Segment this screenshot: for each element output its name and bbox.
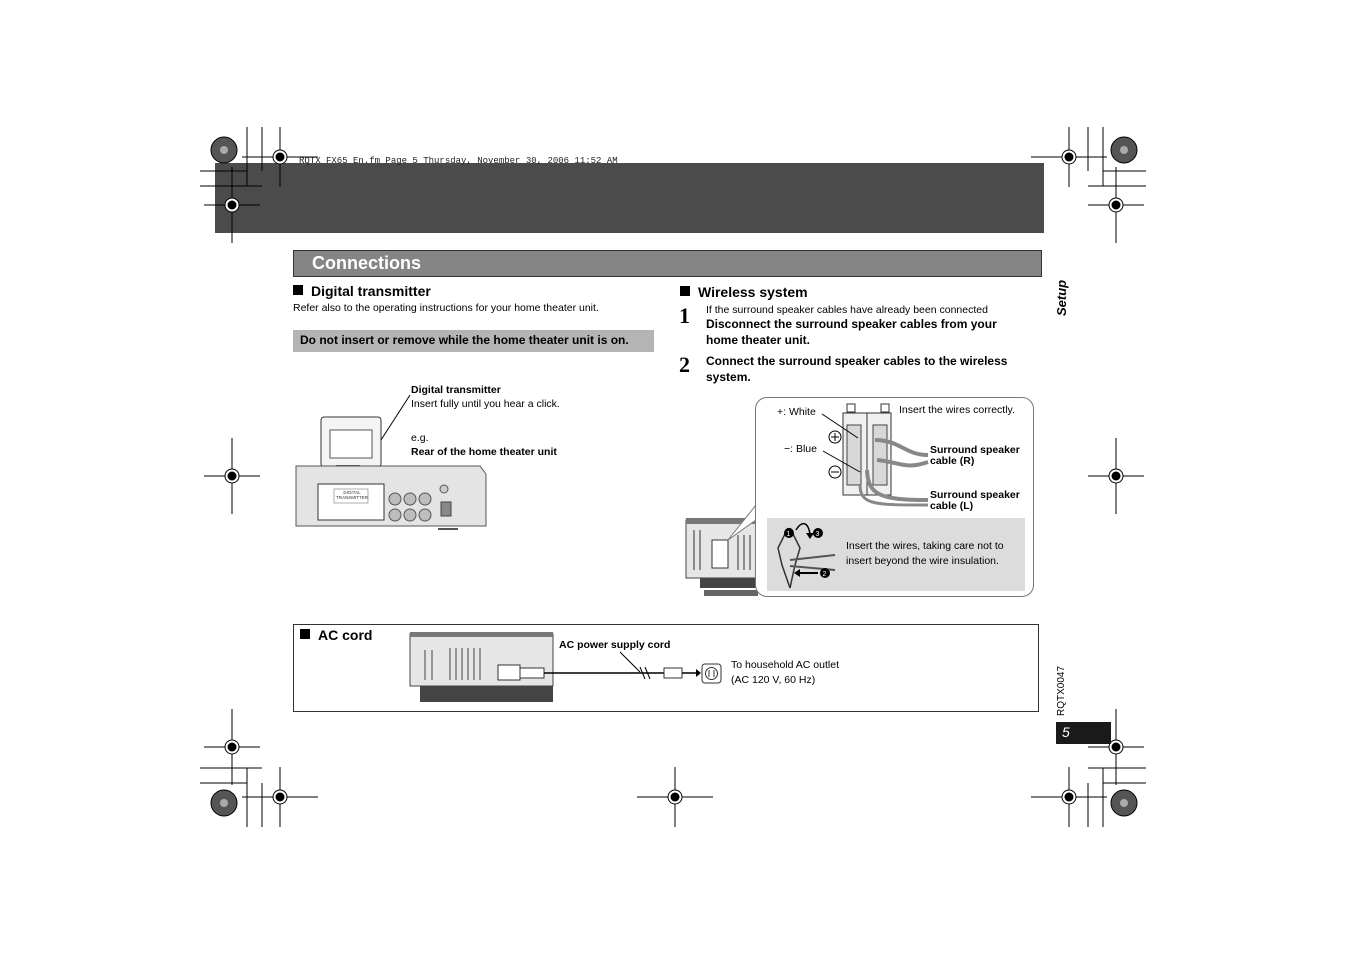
section-title-bar: Connections: [293, 250, 1042, 277]
digital-transmitter-heading: Digital transmitter: [293, 283, 431, 299]
ac-cord-heading: AC cord: [300, 627, 372, 643]
step-1-text: Disconnect the surround speaker cables f…: [706, 317, 997, 347]
insert-correctly-label: Insert the wires correctly.: [899, 404, 1015, 416]
ac-cord-illustration: [409, 632, 722, 702]
square-bullet-icon: [680, 286, 690, 296]
cable-l-label: Surround speaker cable (L): [930, 489, 1020, 512]
file-info: RQTX FX65 En.fm Page 5 Thursday, Novembe…: [299, 156, 618, 166]
digital-transmitter-label: Digital transmitter: [411, 384, 501, 396]
svg-text:1: 1: [787, 531, 791, 538]
step-1-number: 1: [679, 303, 690, 328]
svg-text:3: 3: [816, 531, 820, 538]
warning-bar: Do not insert or remove while the home t…: [293, 330, 654, 352]
rear-unit-label: Rear of the home theater unit: [411, 446, 557, 458]
digital-intro: Refer also to the operating instructions…: [293, 302, 599, 314]
step-2-text: Connect the surround speaker cables to t…: [706, 354, 1008, 384]
ac-cord-box: [293, 624, 1039, 712]
square-bullet-icon: [300, 629, 310, 639]
insert-note-box: [767, 518, 1025, 591]
step-2-number: 2: [679, 352, 690, 377]
header-band: [215, 163, 1044, 233]
side-section-label: Setup: [1054, 279, 1069, 316]
minus-blue-label: −: Blue: [784, 443, 817, 455]
step-1-note: If the surround speaker cables have alre…: [706, 304, 988, 316]
outlet-label: To household AC outlet (AC 120 V, 60 Hz): [731, 659, 839, 686]
ac-cord-label: AC power supply cord: [559, 639, 671, 651]
eg-label: e.g.: [411, 432, 429, 444]
doc-code: RQTX0047: [1056, 665, 1067, 716]
cable-r-label: Surround speaker cable (R): [930, 444, 1020, 467]
square-bullet-icon: [293, 285, 303, 295]
wireless-system-heading: Wireless system: [680, 284, 808, 300]
digital-transmitter-illustration: [295, 394, 487, 530]
wireless-unit-illustration: [685, 499, 771, 596]
module-label: DIGITAL TRANSMITTER: [336, 490, 368, 500]
plus-white-label: +: White: [777, 406, 816, 418]
svg-text:2: 2: [823, 571, 827, 578]
page-number: 5: [1056, 722, 1111, 744]
terminal-illustration: 1 3 2: [777, 403, 929, 589]
digital-transmitter-note: Insert fully until you hear a click.: [411, 398, 560, 410]
insert-note-text: Insert the wires, taking care not to ins…: [846, 540, 1004, 567]
page-title: Connections: [312, 253, 422, 273]
